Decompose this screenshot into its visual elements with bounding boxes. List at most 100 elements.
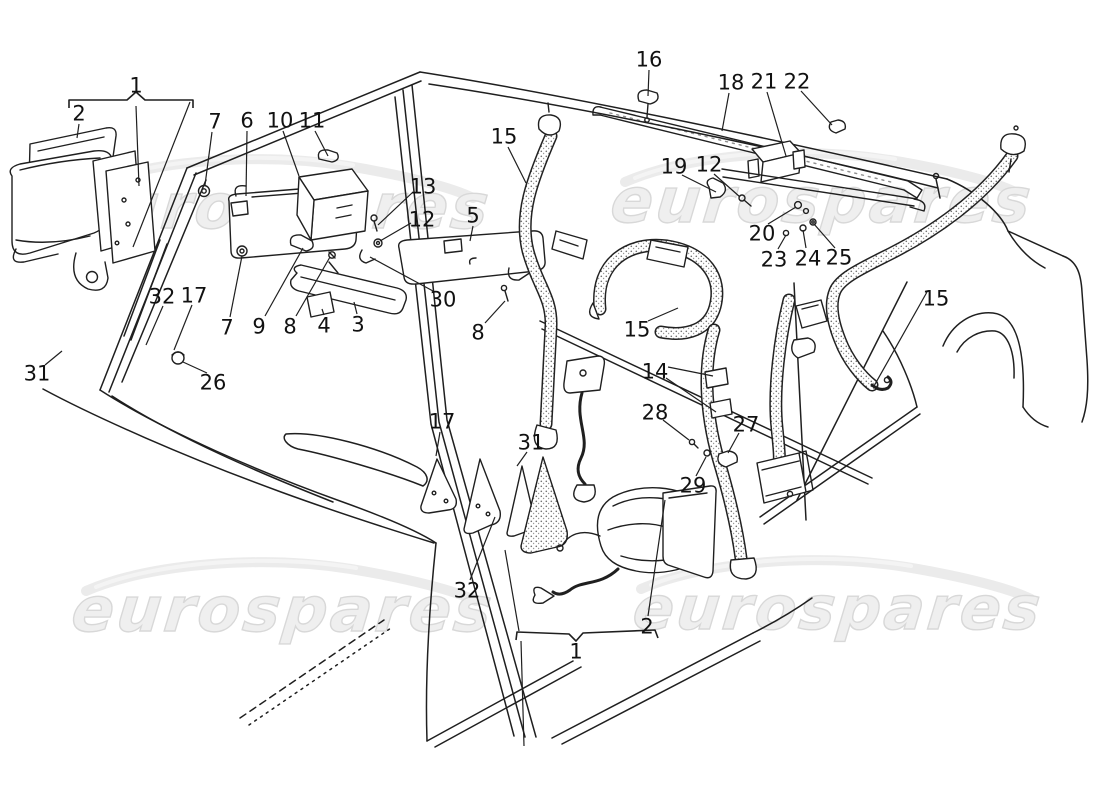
leader-line	[647, 499, 666, 617]
part-callout-31-31[interactable]: 31	[24, 362, 51, 386]
belt-tongue	[551, 230, 588, 260]
belt-anchor-ring	[537, 114, 562, 136]
leader-line	[321, 308, 325, 316]
leader-line	[681, 174, 717, 193]
watermark-swoosh-highlight	[649, 556, 913, 587]
leader-line	[135, 105, 140, 187]
part-callout-9-24[interactable]: 9	[252, 315, 265, 339]
latch-bracket	[706, 177, 727, 199]
part-callout-30-28[interactable]: 30	[430, 288, 457, 312]
belt-clamp	[717, 450, 738, 468]
callout-bracket	[68, 91, 194, 108]
leader-line	[282, 130, 300, 177]
leader-line	[229, 255, 243, 318]
part-callout-21-9[interactable]: 21	[751, 70, 778, 94]
leader-line	[516, 451, 528, 467]
watermark-text-3: eurospares	[68, 573, 498, 646]
leader-line	[873, 291, 928, 387]
leader-line	[647, 307, 679, 322]
leader-line	[379, 222, 412, 242]
roof-fastener-clip	[828, 119, 847, 134]
mirror-mount-bracket	[289, 234, 314, 252]
visors-and-interior-mirror	[171, 149, 546, 365]
part-callout-22-10[interactable]: 22	[784, 70, 811, 94]
part-callout-32-39[interactable]: 32	[454, 579, 481, 603]
leader-line	[802, 229, 807, 249]
leader-line	[813, 223, 836, 249]
leader-line	[484, 300, 506, 324]
part-callout-23-17[interactable]: 23	[761, 248, 788, 272]
mount-pad	[306, 291, 335, 318]
part-callout-17-22[interactable]: 17	[181, 284, 208, 308]
leader-line	[469, 225, 474, 242]
part-callout-12-12[interactable]: 12	[409, 208, 436, 232]
leader-line	[44, 350, 63, 366]
leader-line	[353, 301, 358, 315]
grommet	[197, 184, 211, 198]
part-callout-1-0[interactable]: 1	[129, 74, 142, 98]
car-body-outline	[42, 71, 1089, 748]
part-callout-5-13[interactable]: 5	[466, 204, 479, 228]
part-callout-17-34[interactable]: 17	[429, 410, 456, 434]
part-callout-4-26[interactable]: 4	[317, 314, 330, 338]
part-callout-14-33[interactable]: 14	[642, 360, 669, 384]
door-mirror-exploded	[9, 126, 156, 291]
belt-tongue-rear	[795, 299, 828, 329]
part-callout-3-27[interactable]: 3	[351, 313, 364, 337]
part-callout-2-1[interactable]: 2	[72, 102, 85, 126]
part-callout-15-6[interactable]: 15	[491, 125, 518, 149]
leader-line	[507, 146, 527, 184]
part-callout-1-41[interactable]: 1	[569, 640, 582, 664]
part-callout-27-37[interactable]: 27	[733, 413, 760, 437]
leader-line	[145, 305, 164, 346]
part-callout-15-20[interactable]: 15	[923, 287, 950, 311]
part-callout-28-36[interactable]: 28	[642, 401, 669, 425]
leader-line	[182, 361, 208, 374]
leader-line	[520, 640, 525, 747]
part-callout-19-14[interactable]: 19	[661, 155, 688, 179]
part-callout-20-16[interactable]: 20	[749, 222, 776, 246]
triangle-plate	[463, 458, 501, 535]
door-mirror-lower	[420, 456, 717, 605]
part-callout-7-23[interactable]: 7	[220, 316, 233, 340]
part-callout-25-19[interactable]: 25	[826, 246, 853, 270]
part-callout-12-15[interactable]: 12	[696, 153, 723, 177]
leader-line	[647, 69, 650, 97]
leader-line	[369, 256, 434, 292]
part-callout-8-25[interactable]: 8	[283, 315, 296, 339]
leader-line	[767, 206, 797, 225]
buckle-stalk	[563, 355, 606, 394]
seat-belts	[518, 102, 1027, 580]
part-callout-11-5[interactable]: 11	[299, 109, 326, 133]
watermark-layer: eurospareseurospareseurospareseurospares	[65, 148, 1047, 647]
part-callout-24-18[interactable]: 24	[795, 247, 822, 271]
leader-line	[435, 431, 441, 457]
part-callout-8-29[interactable]: 8	[471, 321, 484, 345]
part-callout-6-3[interactable]: 6	[240, 109, 253, 133]
part-callout-7-2[interactable]: 7	[208, 110, 221, 134]
part-callout-31-35[interactable]: 31	[518, 431, 545, 455]
belt-d-ring	[1000, 133, 1027, 156]
part-callout-16-7[interactable]: 16	[636, 48, 663, 72]
leader-line	[469, 516, 496, 581]
part-callout-26-32[interactable]: 26	[200, 371, 227, 395]
part-callout-15-30[interactable]: 15	[624, 318, 651, 342]
part-callout-29-38[interactable]: 29	[680, 474, 707, 498]
callout-bracket	[515, 629, 659, 642]
leader-line	[245, 130, 248, 197]
part-callout-2-40[interactable]: 2	[640, 615, 653, 639]
height-adjuster	[704, 367, 729, 389]
part-callout-18-8[interactable]: 18	[718, 71, 745, 95]
leader-line	[667, 366, 714, 377]
belt-guide-rail	[592, 89, 926, 237]
part-callout-10-4[interactable]: 10	[267, 109, 294, 133]
part-callout-32-21[interactable]: 32	[149, 285, 176, 309]
leader-line	[662, 419, 690, 441]
leader-line	[766, 91, 787, 157]
roof-clip	[317, 149, 339, 163]
rail-clip	[637, 89, 659, 105]
part-callout-13-11[interactable]: 13	[410, 175, 437, 199]
